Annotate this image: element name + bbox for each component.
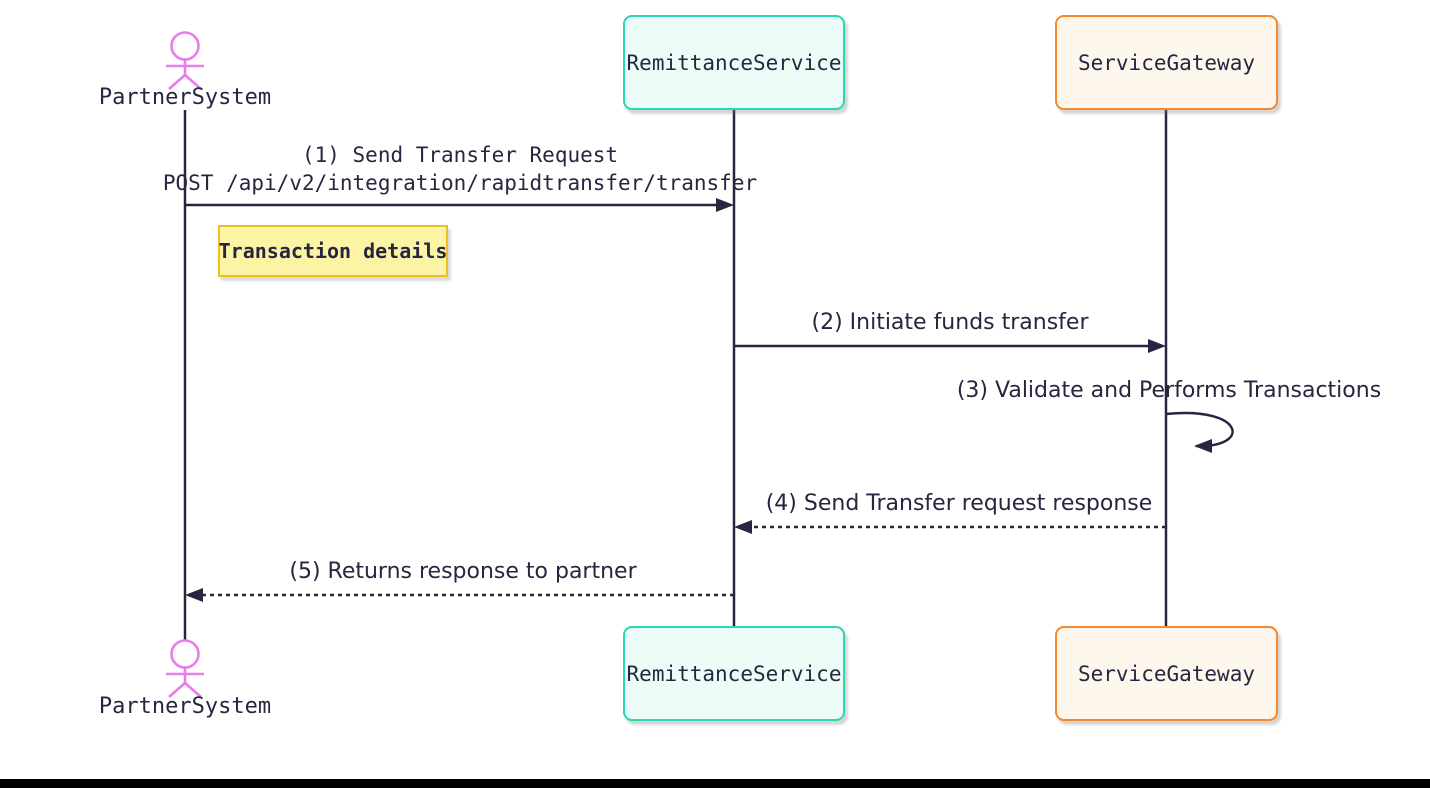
message-3-label: (3) Validate and Performs Transactions	[956, 378, 1382, 403]
message-2-label: (2) Initiate funds transfer	[811, 310, 1089, 335]
message-4-label: (4) Send Transfer request response	[765, 491, 1153, 516]
message-1-label: (1) Send Transfer Request POST /api/v2/i…	[163, 141, 757, 197]
note-transaction-details: Transaction details	[218, 225, 448, 277]
participant-box-remittanceservice-bottom: RemittanceService	[623, 626, 845, 721]
bottom-bar	[0, 779, 1430, 788]
actor-figure-bottom	[166, 639, 204, 698]
actor-label-partnersystem-bottom: PartnerSystem	[98, 694, 272, 719]
message-2-arrow	[734, 339, 1166, 353]
actor-label-partnersystem-top: PartnerSystem	[98, 85, 272, 110]
participant-box-servicegateway-top: ServiceGateway	[1055, 15, 1278, 110]
participant-label: RemittanceService	[626, 661, 842, 686]
message-5-arrow	[185, 588, 734, 602]
note-text: Transaction details	[218, 239, 448, 263]
participant-label: RemittanceService	[626, 50, 842, 75]
message-5-label: (5) Returns response to partner	[289, 559, 637, 584]
participant-box-remittanceservice-top: RemittanceService	[623, 15, 845, 110]
actor-figure-top	[166, 31, 204, 90]
participant-label: ServiceGateway	[1077, 50, 1255, 75]
participant-box-servicegateway-bottom: ServiceGateway	[1055, 626, 1278, 721]
message-1-line1: (1) Send Transfer Request	[301, 143, 619, 167]
participant-label: ServiceGateway	[1077, 661, 1255, 686]
message-4-arrow	[734, 520, 1166, 534]
message-1-arrow	[185, 198, 734, 212]
message-1-line2: POST /api/v2/integration/rapidtransfer/t…	[162, 171, 758, 195]
message-3-self-loop-arrow	[1165, 411, 1234, 453]
